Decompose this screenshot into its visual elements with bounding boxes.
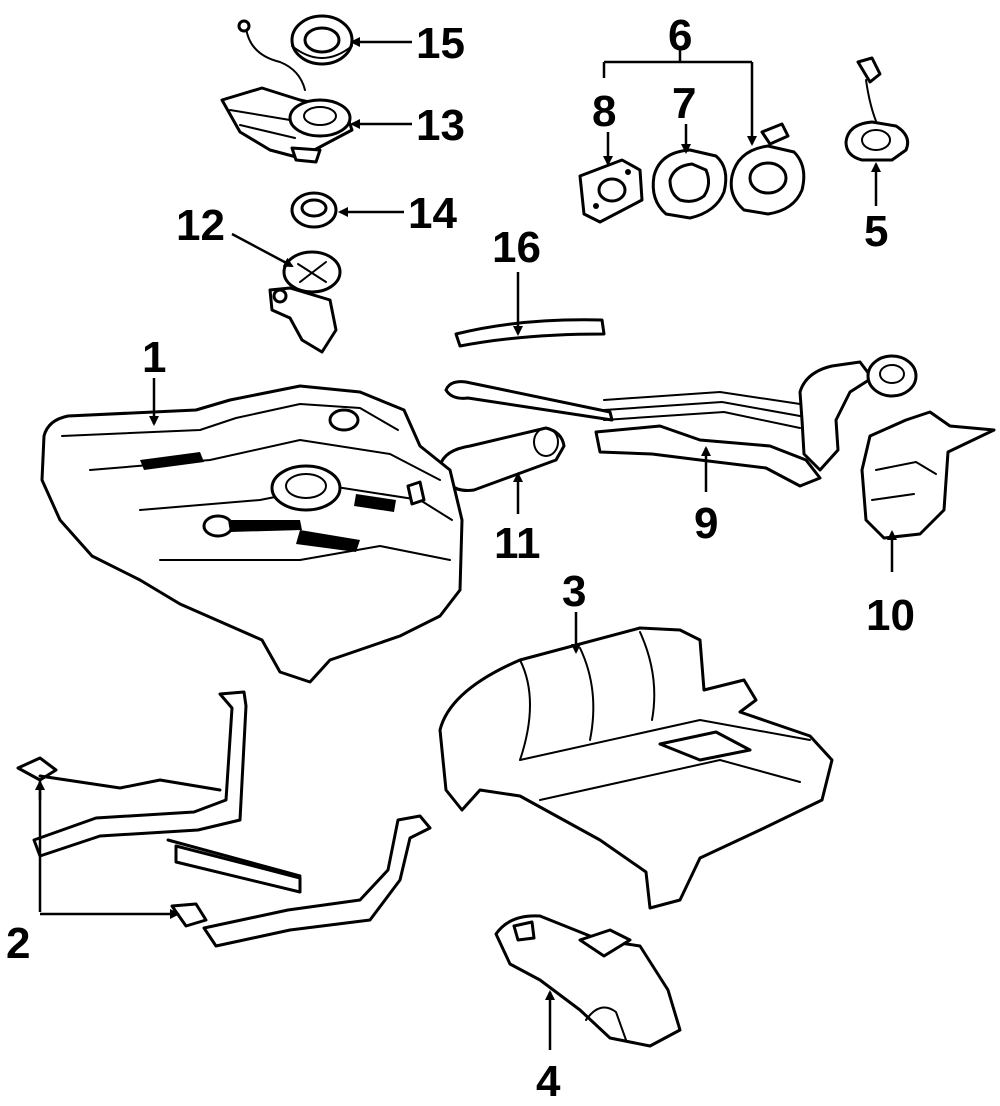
callout-10: 10 bbox=[866, 591, 915, 640]
callout-4: 4 bbox=[536, 1057, 561, 1106]
callout-7: 7 bbox=[672, 79, 696, 128]
part-6-seal bbox=[729, 122, 806, 216]
callout-12: 12 bbox=[176, 201, 225, 250]
leader-lines bbox=[35, 37, 897, 1050]
part-2-tank-straps bbox=[16, 690, 432, 948]
part-11-filler-hose bbox=[438, 426, 566, 492]
callout-1: 1 bbox=[142, 333, 166, 382]
part-13-sender-unit bbox=[220, 19, 354, 164]
part-7-gasket bbox=[651, 148, 728, 220]
part-1-fuel-tank bbox=[40, 384, 464, 684]
part-15-seal-ring bbox=[290, 14, 354, 66]
part-16-vent-hose bbox=[454, 318, 606, 348]
callout-2: 2 bbox=[6, 919, 30, 968]
callout-9: 9 bbox=[694, 499, 718, 548]
part-14-grommet bbox=[290, 191, 338, 229]
leader-12 bbox=[231, 232, 294, 268]
part-5-filler-cap bbox=[844, 56, 910, 162]
part-9-filler-pipe bbox=[444, 354, 918, 488]
callout-6: 6 bbox=[668, 11, 692, 60]
part-3-heat-shield bbox=[438, 626, 834, 910]
callout-5: 5 bbox=[864, 207, 888, 256]
callout-11: 11 bbox=[494, 519, 541, 568]
part-4-shield-segment bbox=[494, 914, 682, 1048]
part-10-filler-housing bbox=[860, 410, 996, 540]
callout-3: 3 bbox=[562, 567, 586, 616]
part-8-gasket bbox=[578, 158, 644, 224]
callout-16: 16 bbox=[492, 223, 541, 272]
callout-14: 14 bbox=[408, 189, 457, 238]
part-12-fuel-pump bbox=[268, 250, 342, 354]
callout-13: 13 bbox=[416, 101, 465, 150]
callout-15: 15 bbox=[416, 19, 465, 68]
callout-numbers: 15 13 14 12 16 6 8 7 5 1 11 9 10 3 2 4 bbox=[6, 11, 915, 1106]
callout-8: 8 bbox=[592, 87, 616, 136]
